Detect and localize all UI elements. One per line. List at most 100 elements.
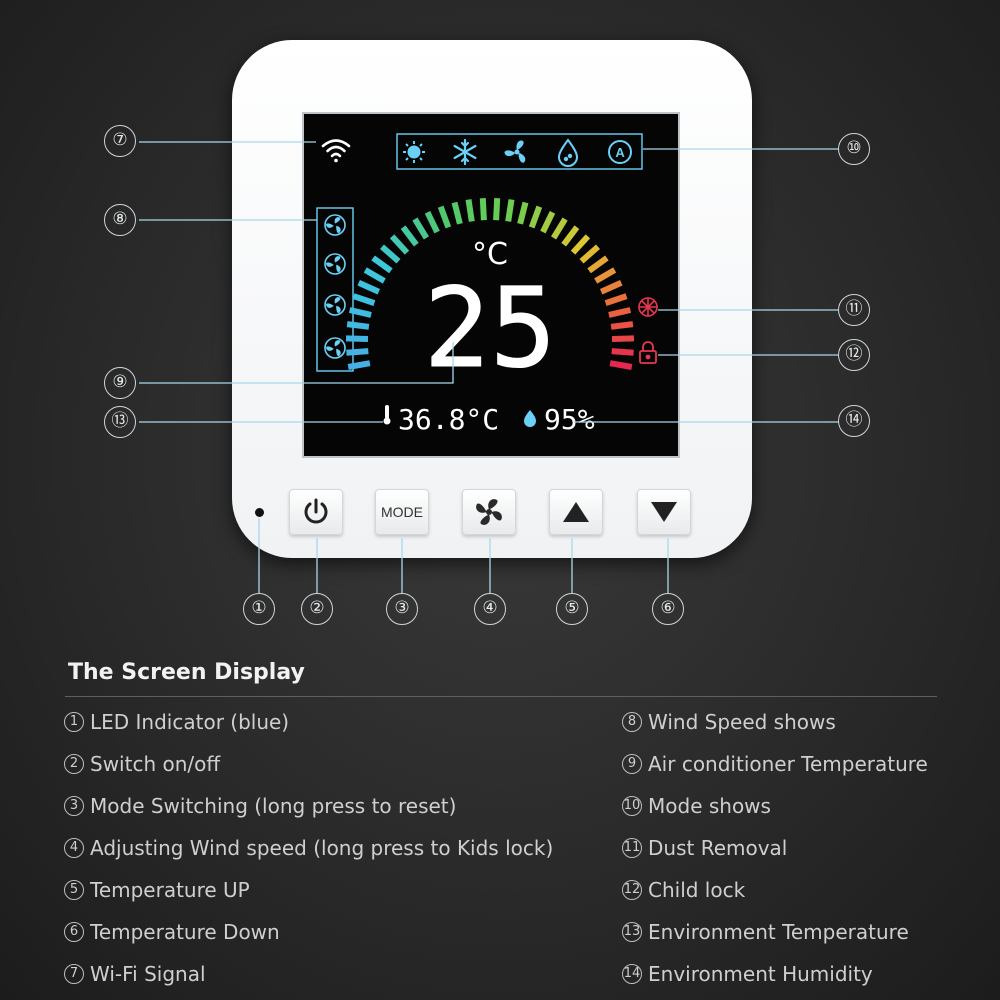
- callout-6: ⑥: [652, 593, 684, 625]
- arc-segment: [347, 360, 371, 370]
- arc-segment: [380, 244, 401, 264]
- triangle-up-icon: [563, 502, 589, 522]
- callout-5: ⑤: [556, 593, 588, 625]
- arc-segment: [451, 201, 463, 225]
- arc-segment: [551, 217, 568, 240]
- triangle-down-icon: [651, 502, 677, 522]
- arc-segment: [608, 307, 632, 318]
- environment-humidity: 95%: [544, 403, 595, 436]
- set-temperature: 25: [424, 264, 556, 392]
- mode-button[interactable]: MODE: [375, 489, 429, 535]
- callout-14: ⑭: [838, 405, 870, 437]
- arc-segment: [579, 244, 600, 264]
- arc-segment: [389, 234, 410, 255]
- arc-segment: [517, 201, 529, 225]
- arc-segment: [345, 335, 369, 342]
- dry-drop-icon: [557, 138, 579, 167]
- callout-7: ⑦: [104, 125, 136, 157]
- arc-segment: [561, 225, 580, 247]
- fan-speed-mid-icon: [324, 253, 346, 275]
- arc-segment: [540, 210, 556, 234]
- fan-speed-low-icon: [324, 214, 346, 236]
- auto-mode-icon: A: [608, 140, 632, 164]
- lcd-screen: A °C 25 36.8°C 95%: [302, 112, 680, 458]
- arc-segment: [437, 205, 452, 229]
- callout-11: ⑪: [838, 294, 870, 326]
- arc-segment: [609, 360, 633, 370]
- arc-segment: [371, 255, 393, 274]
- callout-3: ③: [386, 593, 418, 625]
- arc-segment: [346, 348, 369, 356]
- legend-title: The Screen Display: [68, 660, 305, 685]
- legend-divider: [65, 696, 937, 697]
- child-lock-icon: [639, 341, 657, 364]
- humidity-drop-icon: [524, 410, 536, 427]
- arc-segment: [412, 217, 429, 240]
- arc-segment: [570, 234, 591, 255]
- callout-9: ⑨: [104, 367, 136, 399]
- arc-segment: [348, 307, 372, 318]
- svg-text:A: A: [615, 145, 625, 160]
- temperature-arc: [345, 198, 635, 370]
- callout-4: ④: [474, 593, 506, 625]
- fan-button[interactable]: [462, 489, 516, 535]
- callout-12: ⑫: [838, 339, 870, 371]
- fan-icon: [476, 499, 502, 525]
- arc-segment: [479, 198, 487, 221]
- arc-segment: [604, 293, 628, 306]
- arc-segment: [610, 321, 634, 330]
- callout-10: ⑩: [838, 133, 870, 165]
- mode-icons-box: [396, 133, 643, 170]
- fan-speed-auto-icon: [324, 337, 346, 359]
- sun-icon: [403, 141, 425, 163]
- arc-segment: [505, 199, 515, 222]
- callout-2: ②: [301, 593, 333, 625]
- led-indicator: [255, 508, 264, 517]
- temperature-down-button[interactable]: [637, 489, 691, 535]
- callout-1: ①: [243, 593, 275, 625]
- environment-temperature: 36.8°C: [398, 403, 499, 436]
- thermometer-icon: [383, 405, 391, 425]
- fan-speed-high-icon: [324, 294, 346, 316]
- callout-13: ⑬: [104, 406, 136, 438]
- arc-segment: [587, 255, 609, 274]
- mode-button-label: MODE: [381, 504, 423, 520]
- arc-segment: [400, 225, 419, 247]
- arc-segment: [465, 199, 475, 222]
- arc-segment: [357, 280, 381, 295]
- arc-segment: [363, 267, 386, 284]
- dust-removal-icon: [638, 297, 658, 317]
- wind-speed-box: [316, 207, 354, 372]
- arc-segment: [599, 280, 623, 295]
- arc-segment: [611, 335, 635, 342]
- arc-segment: [424, 210, 440, 234]
- arc-segment: [352, 293, 376, 306]
- arc-segment: [346, 321, 370, 330]
- arc-segment: [611, 348, 634, 356]
- wifi-icon: [321, 139, 351, 163]
- arc-segment: [594, 267, 617, 284]
- callout-8: ⑧: [104, 204, 136, 236]
- snowflake-icon: [453, 138, 477, 166]
- power-icon: [304, 498, 328, 524]
- temperature-up-button[interactable]: [549, 489, 603, 535]
- power-button[interactable]: [289, 489, 343, 535]
- lcd-content: A °C 25 36.8°C 95%: [316, 133, 658, 436]
- temperature-unit: °C: [472, 237, 508, 272]
- arc-segment: [493, 198, 501, 221]
- fan-icon: [504, 140, 526, 163]
